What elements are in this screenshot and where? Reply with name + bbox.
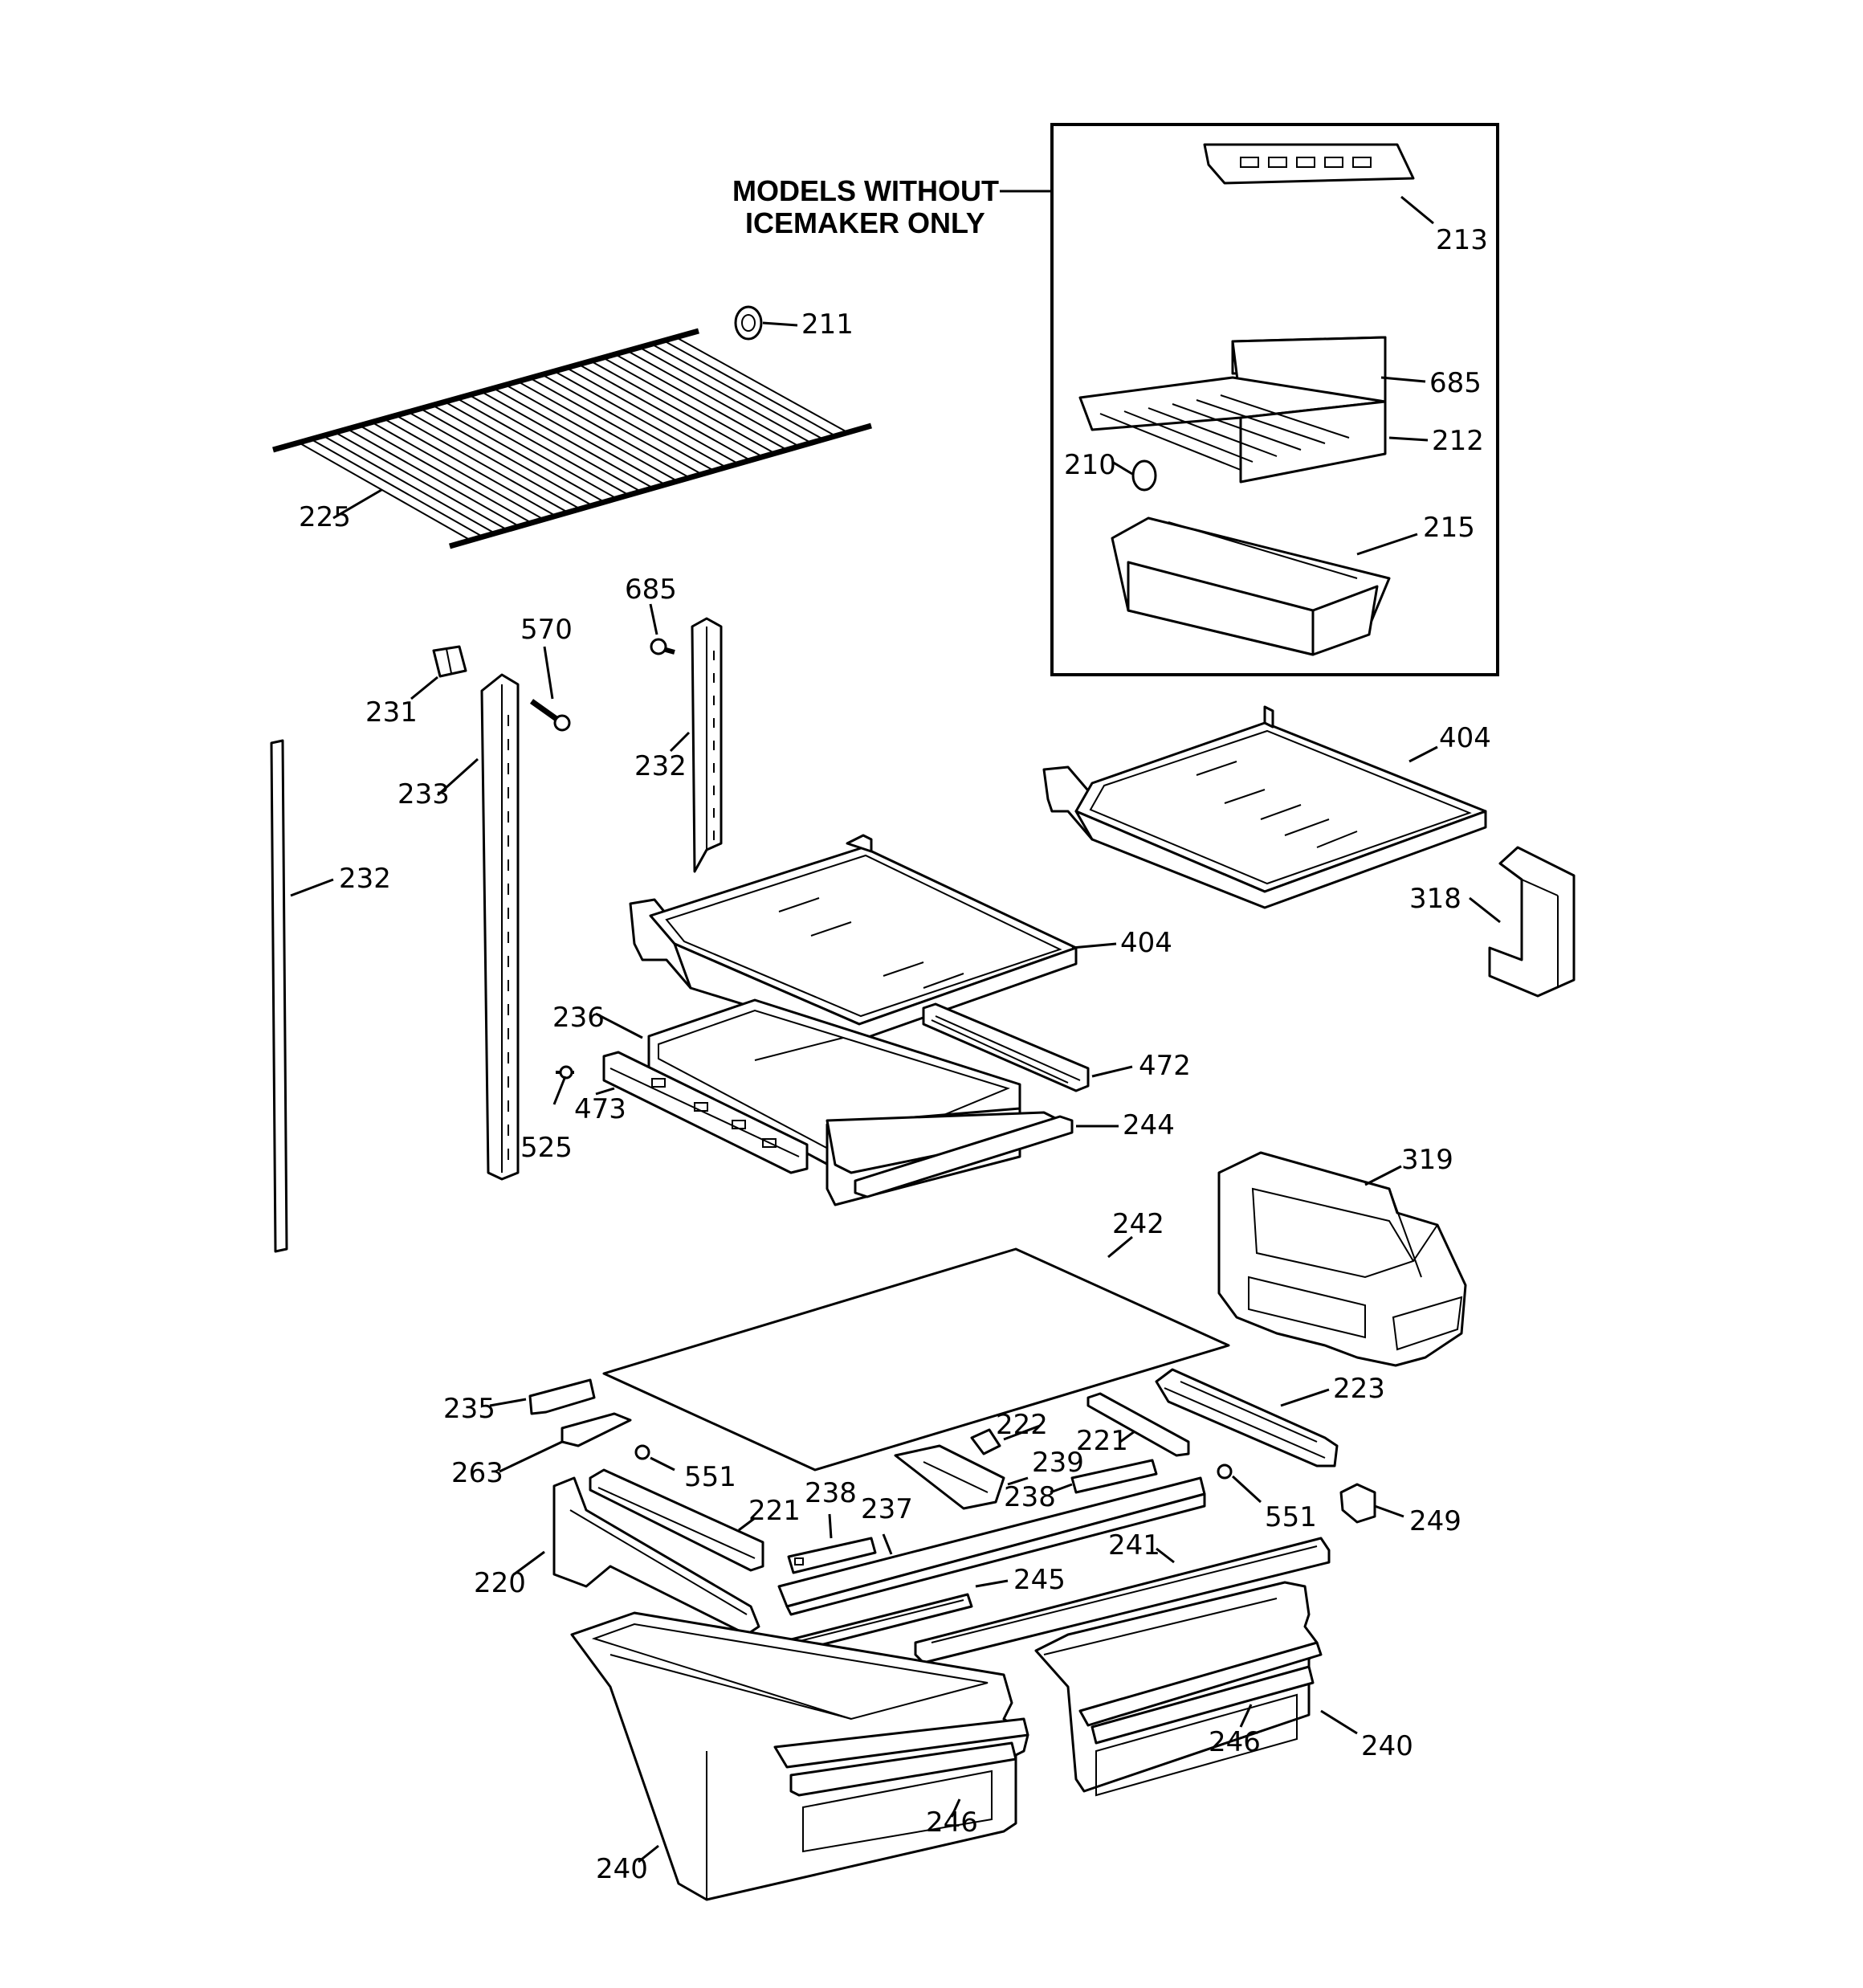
crisper-cover-glass-242 [602,1235,1230,1472]
callout-235: 235 [443,1393,495,1425]
callout-472: 472 [1139,1050,1191,1082]
screw-570 [529,646,571,732]
rail-473 [595,1051,809,1174]
callout-473: 473 [574,1093,626,1125]
callout-263: 263 [451,1457,503,1489]
label-238-left [787,1513,877,1574]
frame-front-237 [777,1476,1206,1616]
glass-shelf-404-middle [629,834,1117,1042]
callout-215: 215 [1423,512,1475,544]
callout-239: 239 [1032,1447,1084,1479]
callout-240-left: 240 [596,1853,648,1885]
callout-318: 318 [1409,883,1461,915]
callout-238-right: 238 [1004,1481,1056,1513]
callout-210: 210 [1064,449,1116,481]
bracket-239 [894,1444,1029,1510]
wire-shelf-225 [272,328,872,549]
callout-237: 237 [861,1493,913,1525]
callout-231: 231 [365,696,418,729]
housing-319 [1217,1151,1467,1367]
frame-241 [914,1537,1331,1664]
rail-472 [922,1002,1133,1092]
callout-213: 213 [1436,224,1488,256]
callout-245: 245 [1013,1564,1066,1596]
screw-551-right [1217,1463,1262,1504]
callout-220: 220 [474,1567,526,1599]
callout-225: 225 [299,501,351,533]
spacer-211 [734,305,798,341]
crisper-drawer-240-left [570,1611,1029,1901]
inset-note-line1: MODELS WITHOUT [732,174,999,207]
callout-233: 233 [397,778,450,810]
callout-685: 685 [625,574,677,606]
callout-236: 236 [552,1002,605,1034]
callout-223: 223 [1333,1373,1385,1405]
callout-222: 222 [996,1409,1048,1441]
callout-404-upper: 404 [1439,722,1491,754]
frame-223 [1155,1368,1339,1468]
bracket-318 [1469,846,1576,998]
callout-244: 244 [1123,1109,1175,1141]
shelf-ladder-233 [436,673,520,1181]
callout-241: 241 [1108,1529,1160,1561]
callout-238-left: 238 [805,1477,857,1509]
callout-246-right: 246 [1209,1726,1261,1758]
callout-319: 319 [1401,1144,1453,1176]
inset-note-line2: ICEMAKER ONLY [745,206,985,239]
callout-551-right: 551 [1265,1501,1317,1533]
callout-242: 242 [1112,1208,1164,1240]
callout-246-left: 246 [926,1806,978,1839]
bracket-220 [513,1476,760,1636]
callout-212: 212 [1432,425,1484,457]
clip-249 [1339,1483,1404,1524]
crisper-drawer-240-right [1034,1581,1358,1797]
ice-tray-213 [1203,143,1434,225]
rail-221-lower [589,1468,764,1572]
callout-221-upper: 221 [1076,1425,1128,1457]
screw-551-left [634,1444,675,1472]
icemaker-inset: MODELS WITHOUT ICEMAKER ONLY [732,123,1499,676]
frame-221-upper [1086,1392,1190,1457]
ice-bin-rack-212 [1078,336,1429,492]
callout-211: 211 [801,308,854,341]
screw-525 [552,1065,574,1105]
frame-235 [489,1378,596,1415]
drawer-front-244 [854,1115,1119,1198]
label-238-right [1050,1459,1158,1494]
screw-685 [649,603,675,655]
cover-222 [970,1424,1041,1455]
frame-263 [499,1412,632,1473]
callout-525: 525 [520,1132,573,1164]
shelf-ladder-232-left [270,739,334,1253]
callout-685-inset: 685 [1429,367,1482,399]
callout-240-right: 240 [1361,1730,1413,1762]
callout-221-lower: 221 [748,1495,801,1527]
shelf-ladder-232-right [669,617,723,873]
glass-shelf-404-upper [1042,705,1487,909]
callout-551-left: 551 [684,1461,736,1493]
callout-570: 570 [520,614,573,646]
callout-232-right: 232 [634,750,687,782]
clip-231 [410,645,467,700]
ice-bucket-215 [1111,516,1418,656]
drawer-236 [595,998,1062,1206]
callout-404-middle: 404 [1120,927,1172,959]
callout-249: 249 [1409,1505,1461,1537]
callouts: 211 213 685 212 210 215 225 685 570 231 … [299,224,1491,1885]
callout-232-left: 232 [339,863,391,895]
